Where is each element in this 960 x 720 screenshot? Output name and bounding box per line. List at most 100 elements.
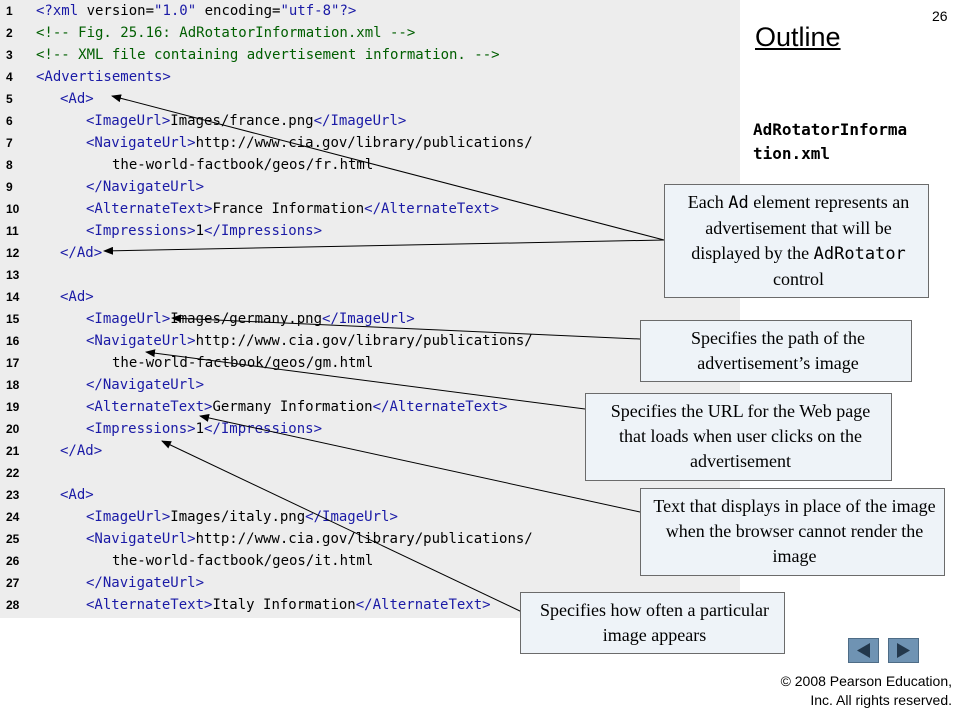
code-token: <AlternateText> — [86, 597, 213, 613]
code-text: <ImageUrl>Images/france.png</ImageUrl> — [86, 110, 406, 132]
line-number: 14 — [6, 290, 20, 304]
callout-impressions-text: Specifies how often a particular image a… — [540, 600, 769, 645]
code-listing: 1<?xml version="1.0" encoding="utf-8"?>2… — [0, 0, 740, 618]
code-text: <Ad> — [60, 286, 94, 308]
code-text: <Ad> — [60, 88, 94, 110]
code-token: <Advertisements> — [36, 69, 171, 85]
callout-ad-mono1: Ad — [728, 193, 749, 213]
code-token: http://www.cia.gov/library/publications/ — [195, 135, 533, 151]
code-line: 22 — [0, 462, 740, 484]
code-text: <AlternateText>Germany Information</Alte… — [86, 396, 507, 418]
code-token: Images/italy.png — [170, 509, 306, 525]
code-token: </AlternateText> — [355, 597, 491, 613]
line-number: 10 — [6, 202, 20, 216]
callout-alt-text: Text that displays in place of the image… — [640, 488, 945, 576]
code-text: <?xml version="1.0" encoding="utf-8"?> — [36, 0, 356, 22]
code-line: 15 <ImageUrl>Images/germany.png</ImageUrl… — [0, 308, 740, 330]
line-number: 23 — [6, 488, 20, 502]
code-token: the-world-factbook/geos/fr.html — [112, 157, 374, 173]
code-text: <NavigateUrl>http://www.cia.gov/library/… — [86, 132, 533, 154]
code-line: 7 <NavigateUrl>http://www.cia.gov/library… — [0, 132, 740, 154]
code-token: <NavigateUrl> — [86, 135, 196, 151]
code-token: </AlternateText> — [372, 399, 508, 415]
code-token: <Impressions> — [86, 223, 196, 239]
line-number: 16 — [6, 334, 20, 348]
code-line: 8 the-world-factbook/geos/fr.html — [0, 154, 740, 176]
callout-image-path: Specifies the path of the advertisement’… — [640, 320, 912, 382]
code-token: </Impressions> — [204, 223, 323, 239]
copyright-line1: © 2008 Pearson Education, — [780, 673, 952, 689]
line-number: 25 — [6, 532, 20, 546]
line-number: 22 — [6, 466, 20, 480]
callout-nav-url-text: Specifies the URL for the Web page that … — [610, 401, 871, 471]
line-number: 9 — [6, 180, 13, 194]
code-token: </Impressions> — [204, 421, 323, 437]
code-line: 11<Impressions>1</Impressions> — [0, 220, 740, 242]
line-number: 5 — [6, 92, 13, 106]
slide-number: 26 — [932, 8, 948, 24]
code-token: <? — [36, 3, 53, 19]
line-number: 26 — [6, 554, 20, 568]
code-text: </Ad> — [60, 242, 102, 264]
code-text: <NavigateUrl>http://www.cia.gov/library/… — [86, 330, 533, 352]
code-line: 4<Advertisements> — [0, 66, 740, 88]
line-number: 8 — [6, 158, 13, 172]
callout-ad-middle: element represents an advertisement that… — [691, 192, 910, 263]
outline-title: Outline — [755, 22, 841, 52]
code-line: 24<ImageUrl>Images/italy.png</ImageUrl> — [0, 506, 740, 528]
code-token: <AlternateText> — [86, 399, 213, 415]
callout-ad-before: Each — [687, 192, 729, 212]
copyright-line2: Inc. All rights reserved. — [810, 692, 952, 708]
code-token: </Ad> — [60, 245, 103, 261]
callout-ad-mono2: AdRotator — [813, 244, 906, 264]
line-number: 17 — [6, 356, 20, 370]
code-text: <Impressions>1</Impressions> — [86, 220, 322, 242]
triangle-left-icon — [857, 643, 870, 658]
code-token: </AlternateText> — [364, 201, 500, 217]
code-token: version= — [86, 3, 155, 19]
code-token: encoding= — [204, 3, 281, 19]
code-text: <!-- XML file containing advertisement i… — [36, 44, 500, 66]
code-token: http://www.cia.gov/library/publications/ — [195, 333, 533, 349]
code-token: <NavigateUrl> — [86, 333, 196, 349]
code-line: 21</Ad> — [0, 440, 740, 462]
code-text: <Advertisements> — [36, 66, 171, 88]
line-number: 28 — [6, 598, 20, 612]
code-line: 10 <AlternateText>France Information</Alt… — [0, 198, 740, 220]
code-token: </ImageUrl> — [305, 509, 398, 525]
line-number: 15 — [6, 312, 20, 326]
code-text: </NavigateUrl> — [86, 176, 204, 198]
code-text: <AlternateText>France Information</Alter… — [86, 198, 499, 220]
line-number: 12 — [6, 246, 20, 260]
code-token: <NavigateUrl> — [86, 531, 196, 547]
callout-image-path-text: Specifies the path of the advertisement’… — [691, 328, 865, 373]
line-number: 21 — [6, 444, 20, 458]
code-token: </ImageUrl> — [313, 113, 407, 129]
line-number: 3 — [6, 48, 13, 62]
code-token: <ImageUrl> — [86, 113, 171, 129]
code-token: <ImageUrl> — [86, 311, 171, 327]
code-token: ?> — [339, 3, 357, 19]
code-token: </ImageUrl> — [322, 311, 415, 327]
line-number: 13 — [6, 268, 20, 282]
line-number: 19 — [6, 400, 20, 414]
code-line: 16 <NavigateUrl>http://www.cia.gov/librar… — [0, 330, 740, 352]
line-number: 20 — [6, 422, 20, 436]
code-text: <ImageUrl>Images/germany.png</ImageUrl> — [86, 308, 415, 330]
line-number: 18 — [6, 378, 20, 392]
code-token: </NavigateUrl> — [86, 575, 205, 591]
code-token: <!-- XML file containing advertisement i… — [36, 47, 500, 63]
code-text: </NavigateUrl> — [86, 572, 204, 594]
line-number: 6 — [6, 114, 13, 128]
next-slide-button[interactable] — [888, 638, 919, 663]
code-text: the-world-factbook/geos/fr.html — [112, 154, 373, 176]
code-token: the-world-factbook/geos/it.html — [112, 553, 374, 569]
callout-nav-url: Specifies the URL for the Web page that … — [585, 393, 892, 481]
code-token: <Ad> — [60, 487, 94, 503]
code-line: 2<!-- Fig. 25.16: AdRotatorInformation.x… — [0, 22, 740, 44]
code-token: <!-- Fig. 25.16: AdRotatorInformation.xm… — [36, 25, 416, 41]
line-number: 7 — [6, 136, 13, 150]
code-line: 27</NavigateUrl> — [0, 572, 740, 594]
prev-slide-button[interactable] — [848, 638, 879, 663]
code-line: 14 <Ad> — [0, 286, 740, 308]
